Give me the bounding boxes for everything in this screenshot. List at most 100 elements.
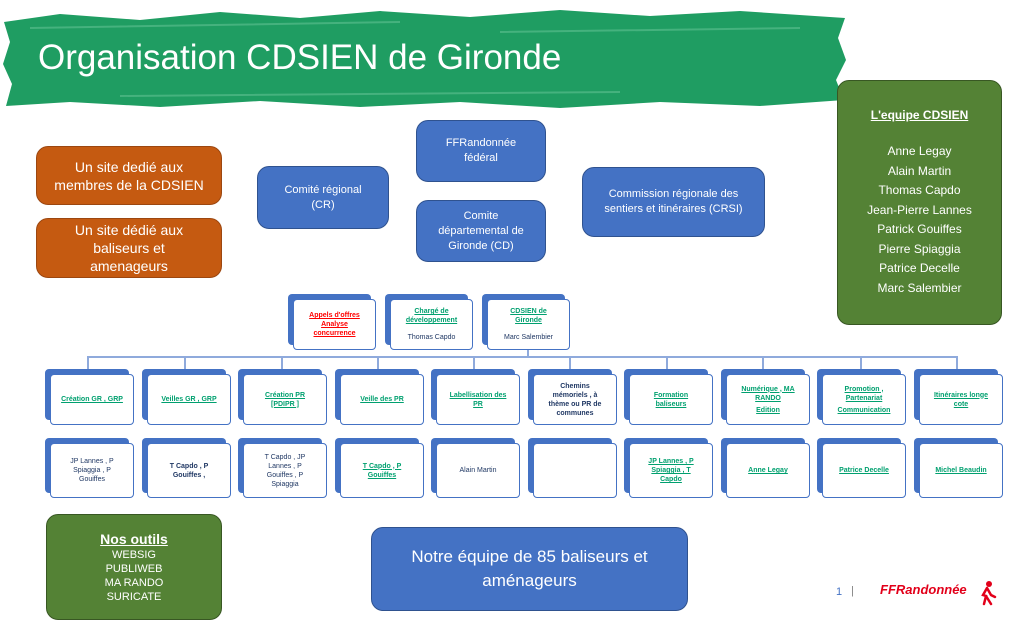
card-line: développement bbox=[405, 317, 458, 324]
card-line: Gouiffes bbox=[367, 471, 397, 479]
card-line: Spiaggia , P bbox=[73, 467, 111, 474]
tool-item: WEBSIG bbox=[111, 549, 156, 561]
card-line: RANDO bbox=[755, 394, 781, 402]
connector-drop bbox=[666, 356, 668, 371]
card-line: baliseurs bbox=[655, 400, 687, 408]
tender-analysis-card[interactable]: Appels d'offres Analyse concurrence bbox=[293, 299, 376, 350]
tool-item: SURICATE bbox=[106, 591, 162, 603]
team-member: Jean-Pierre Lannes bbox=[867, 202, 972, 217]
tool-item: MA RANDO bbox=[104, 577, 164, 589]
card-line: JP Lannes , P bbox=[648, 458, 694, 465]
team-member: Pierre Spiaggia bbox=[878, 241, 961, 256]
box-line: Comité régional bbox=[284, 183, 362, 196]
team-title: L'equipe CDSIEN bbox=[870, 108, 969, 122]
card-line: Gouiffes , bbox=[172, 471, 206, 479]
commission-card[interactable]: Itinéraires longe cote bbox=[919, 374, 1003, 425]
box-line: Commission régionale des bbox=[608, 188, 739, 200]
commission-card[interactable]: Veille des PR bbox=[340, 374, 424, 425]
card-line: [PDIPR ] bbox=[271, 400, 299, 408]
people-card-empty[interactable] bbox=[533, 443, 617, 498]
card-line: Spiaggia , T bbox=[651, 467, 691, 474]
people-card[interactable]: T Capdo , JP Lannes , P Gouiffes , P Spi… bbox=[243, 443, 327, 498]
tool-item: PUBLIWEB bbox=[105, 563, 163, 575]
departmental-committee-box: Comite départemental de Gironde (CD) bbox=[416, 200, 546, 262]
card-line: PR bbox=[473, 400, 483, 408]
box-line: Comite bbox=[463, 209, 499, 222]
card-line: cote bbox=[953, 400, 969, 408]
connector-drop bbox=[762, 356, 764, 371]
baliseurs-site-box[interactable]: Un site dédié aux baliseurs et amenageur… bbox=[36, 218, 222, 278]
card-person: Marc Salembier bbox=[503, 334, 553, 341]
card-line: Promotion , bbox=[844, 385, 884, 393]
footer-separator: | bbox=[851, 585, 854, 597]
card-line: mémoriels , à bbox=[552, 391, 598, 399]
development-officer-card[interactable]: Chargé de développement Thomas Capdo bbox=[390, 299, 473, 350]
connector-drop bbox=[377, 356, 379, 371]
card-line: Gironde bbox=[515, 317, 542, 324]
team-member: Thomas Capdo bbox=[878, 183, 961, 197]
people-card[interactable]: T Capdo , P Gouiffes bbox=[340, 443, 424, 498]
connector-drop bbox=[281, 356, 283, 371]
box-line: sentiers et itinéraires (CRSI) bbox=[604, 203, 743, 215]
tools-box[interactable]: Nos outils WEBSIG PUBLIWEB MA RANDO SURI… bbox=[46, 514, 222, 620]
card-line: Edition bbox=[756, 406, 780, 414]
regional-committee-box: Comité régional (CR) bbox=[257, 166, 389, 229]
connector-drop bbox=[87, 356, 89, 371]
card-line: Spiaggia bbox=[271, 480, 299, 488]
box-line: baliseurs et bbox=[93, 240, 165, 256]
commission-card[interactable]: Formation baliseurs bbox=[629, 374, 713, 425]
box-line: Un site dédié aux bbox=[74, 222, 184, 238]
card-line: T Capdo , JP bbox=[264, 453, 306, 461]
card-line: Lannes , P bbox=[268, 462, 302, 470]
ffrandonnee-logo: FFRandonnée bbox=[880, 582, 967, 597]
card-line: T Capdo , P bbox=[169, 462, 209, 470]
people-card[interactable]: JP Lannes , P Spiaggia , P Gouiffes bbox=[50, 443, 134, 498]
connector-horizontal bbox=[87, 356, 957, 358]
card-line: Communication bbox=[837, 406, 891, 414]
card-line: Chargé de bbox=[414, 308, 449, 315]
members-site-box[interactable]: Un site dedié aux membres de la CDSIEN bbox=[36, 146, 222, 205]
cdsien-gironde-card[interactable]: CDSIEN de Gironde Marc Salembier bbox=[487, 299, 570, 350]
card-line: Partenariat bbox=[845, 394, 883, 402]
people-card[interactable]: Alain Martin bbox=[436, 443, 520, 498]
people-card[interactable]: T Capdo , P Gouiffes , bbox=[147, 443, 231, 498]
hiker-logo-icon bbox=[981, 581, 997, 606]
commission-card[interactable]: Veilles GR , GRP bbox=[147, 374, 231, 425]
box-line: Gironde (CD) bbox=[448, 239, 514, 252]
people-card[interactable]: Anne Legay bbox=[726, 443, 810, 498]
box-line: FFRandonnée bbox=[445, 137, 517, 149]
card-line: JP Lannes , P bbox=[70, 458, 114, 465]
people-card[interactable]: Michel Beaudin bbox=[919, 443, 1003, 498]
people-card[interactable]: Patrice Decelle bbox=[822, 443, 906, 498]
card-line: CDSIEN de bbox=[510, 308, 547, 315]
commission-card[interactable]: Création PR [PDIPR ] bbox=[243, 374, 327, 425]
page-number: 1 bbox=[836, 586, 843, 598]
box-line: aménageurs bbox=[482, 571, 577, 590]
team-member: Patrick Gouiffes bbox=[877, 222, 962, 236]
card-line: Chemins bbox=[560, 382, 590, 390]
connector-drop bbox=[473, 356, 475, 371]
connector-drop bbox=[569, 356, 571, 371]
connector-vertical bbox=[527, 347, 529, 357]
commission-card[interactable]: Création GR , GRP bbox=[50, 374, 134, 425]
card-line: Numérique , MA bbox=[741, 385, 795, 393]
card-line: Veille des PR bbox=[360, 396, 404, 403]
commission-card[interactable]: Numérique , MA RANDO Edition bbox=[726, 374, 810, 425]
title-banner bbox=[3, 10, 846, 108]
team-member: Patrice Decelle bbox=[879, 261, 960, 275]
card-line: Anne Legay bbox=[748, 467, 788, 474]
baliseurs-team-box: Notre équipe de 85 baliseurs et aménageu… bbox=[371, 527, 688, 611]
box-line: (CR) bbox=[311, 198, 335, 211]
card-line: Gouiffes bbox=[79, 476, 105, 483]
card-line: Patrice Decelle bbox=[839, 467, 889, 474]
box-line: Un site dedié aux bbox=[74, 158, 184, 175]
team-panel: L'equipe CDSIEN Anne Legay Alain Martin … bbox=[837, 80, 1002, 325]
card-line: communes bbox=[556, 409, 594, 417]
commission-card[interactable]: Labellisation des PR bbox=[436, 374, 520, 425]
card-line: Capdo bbox=[660, 476, 682, 483]
people-card[interactable]: JP Lannes , P Spiaggia , T Capdo bbox=[629, 443, 713, 498]
team-member: Alain Martin bbox=[887, 163, 952, 178]
commission-card[interactable]: Chemins mémoriels , à thème ou PR de com… bbox=[533, 374, 617, 425]
team-member: Anne Legay bbox=[887, 144, 952, 158]
commission-card[interactable]: Promotion , Partenariat Communication bbox=[822, 374, 906, 425]
